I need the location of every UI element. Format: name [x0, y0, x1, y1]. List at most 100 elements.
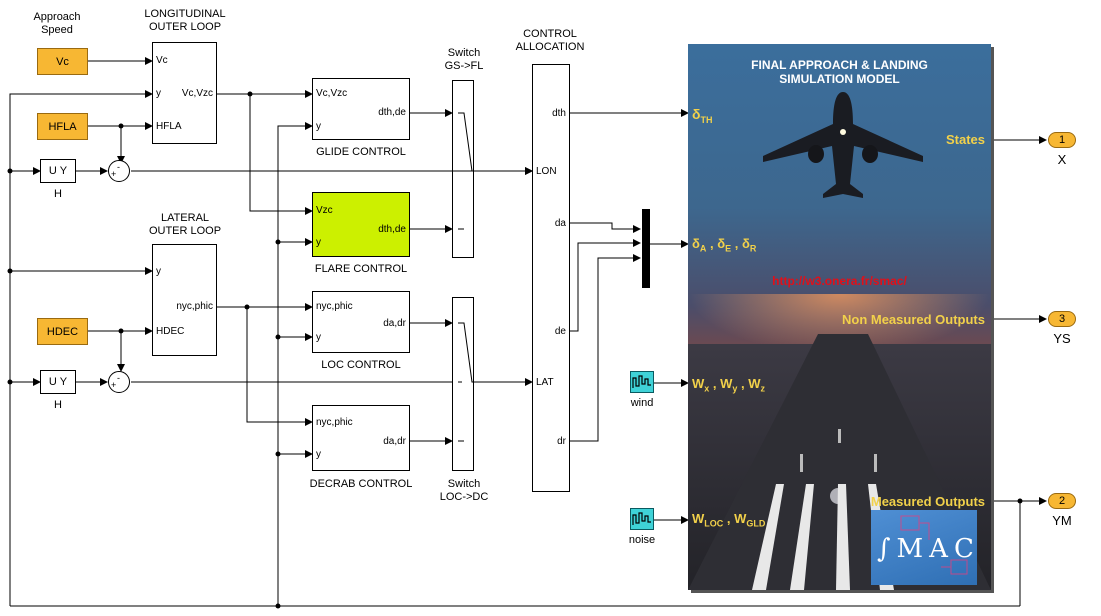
- smac-logo-text: ∫MAC: [877, 534, 980, 564]
- control-allocation-line2: ALLOCATION: [515, 41, 585, 53]
- port-da-dr: da,dr: [383, 436, 406, 447]
- input-delta-aer: δA , δE , δR: [692, 236, 756, 254]
- output-non-measured-label: Non Measured Outputs: [841, 312, 985, 327]
- sum-sign-plus-1: +: [111, 169, 117, 179]
- approach-speed-line2: Speed: [41, 24, 73, 36]
- airplane-icon: [763, 92, 923, 198]
- port-y: y: [156, 266, 161, 277]
- switch-gs-fl[interactable]: [452, 80, 474, 258]
- smac-url-link[interactable]: http://w3.onera.fr/smac/: [772, 274, 907, 288]
- port-hdec: HDEC: [156, 326, 185, 337]
- outport-3-num: 3: [1058, 313, 1066, 325]
- signal-icon: [632, 375, 651, 388]
- loc-control-label: LOC CONTROL: [321, 359, 401, 371]
- lateral-outer-loop-block[interactable]: y HDEC nyc,phic: [152, 244, 217, 356]
- port-y: y: [156, 88, 161, 99]
- mux-bar[interactable]: [642, 209, 650, 288]
- sum-sign-minus-2: -: [117, 373, 120, 383]
- lat-outer-line2: OUTER LOOP: [148, 225, 222, 237]
- plant-title-line2: SIMULATION MODEL: [779, 72, 900, 86]
- port-vzc: Vzc: [316, 205, 333, 216]
- switch-loc-line1: Switch: [447, 478, 481, 490]
- port-da: da: [554, 218, 566, 229]
- wind-sub-x: x: [704, 383, 710, 394]
- port-y: y: [316, 332, 321, 343]
- noise-label: noise: [628, 534, 656, 546]
- port-nyc-phic: nyc,phic: [316, 417, 353, 428]
- outport-1[interactable]: 1: [1048, 132, 1076, 148]
- port-lat: LAT: [536, 377, 554, 388]
- noise-w-gld: , W: [723, 511, 747, 526]
- long-outer-line1: LONGITUDINAL: [144, 8, 226, 20]
- delta-e-sub: E: [725, 243, 732, 254]
- simulation-model-block[interactable]: FINAL APPROACH & LANDING SIMULATION MODE…: [688, 44, 991, 590]
- glide-control-block[interactable]: Vc,Vzc y dth,de: [312, 78, 410, 140]
- delta-e-symbol: , δ: [706, 236, 726, 251]
- vc-source[interactable]: Vc: [37, 48, 88, 75]
- port-dr: dr: [557, 436, 566, 447]
- output-measured-label: Measured Outputs: [870, 494, 985, 509]
- plant-title: FINAL APPROACH & LANDING SIMULATION MODE…: [688, 58, 991, 86]
- glide-control-label: GLIDE CONTROL: [316, 146, 406, 158]
- noise-sub-loc: LOC: [704, 518, 724, 529]
- input-delta-th: δTH: [692, 106, 713, 125]
- port-hfla: HFLA: [156, 121, 182, 132]
- switch-loc-line2: LOC->DC: [439, 491, 489, 503]
- wind-sub-z: z: [760, 383, 766, 394]
- outport-2[interactable]: 2: [1048, 493, 1076, 509]
- sum-block-2[interactable]: - +: [108, 371, 130, 393]
- h-label-2: H: [54, 399, 62, 411]
- control-allocation-label: CONTROL ALLOCATION: [495, 28, 605, 54]
- port-dth: dth: [552, 108, 566, 119]
- decrab-control-label: DECRAB CONTROL: [309, 478, 413, 490]
- delta-r-symbol: , δ: [731, 236, 750, 251]
- noise-sub-gld: GLD: [746, 518, 766, 529]
- outport-3-name: YS: [1053, 331, 1071, 346]
- outport-2-name: YM: [1052, 513, 1072, 528]
- approach-speed-line1: Approach: [33, 11, 81, 23]
- port-y: y: [316, 237, 321, 248]
- flare-control-label: FLARE CONTROL: [314, 263, 408, 275]
- long-outer-line2: OUTER LOOP: [148, 21, 222, 33]
- smac-logo: ∫MAC: [871, 510, 977, 585]
- hdec-source[interactable]: HDEC: [37, 318, 88, 345]
- hfla-source[interactable]: HFLA: [37, 113, 88, 140]
- flare-control-block[interactable]: Vzc y dth,de: [312, 192, 410, 257]
- port-y: y: [316, 449, 321, 460]
- port-vc-vzc: Vc,Vzc: [316, 88, 348, 99]
- decrab-control-block[interactable]: nyc,phic y da,dr: [312, 405, 410, 471]
- smac-logo-graphic: [900, 515, 968, 575]
- outport-3[interactable]: 3: [1048, 311, 1076, 327]
- longitudinal-outer-loop-block[interactable]: Vc y HFLA Vc,Vzc: [152, 42, 217, 144]
- uy-block-1[interactable]: U Y: [40, 159, 76, 183]
- port-nyc-phic: nyc,phic: [316, 301, 353, 312]
- plant-title-line1: FINAL APPROACH & LANDING: [751, 58, 928, 72]
- port-dth-de: dth,de: [378, 107, 406, 118]
- port-lon: LON: [536, 166, 557, 177]
- port-vc-vzc-out: Vc,Vzc: [181, 88, 213, 99]
- loc-control-block[interactable]: nyc,phic y da,dr: [312, 291, 410, 353]
- input-noise: WLOC , WGLD: [692, 511, 765, 529]
- sum-sign-minus-1: -: [117, 162, 120, 172]
- switch-gs-line1: Switch: [447, 47, 481, 59]
- delta-symbol: δ: [692, 106, 701, 122]
- h-label-1: H: [54, 188, 62, 200]
- control-allocation-block[interactable]: dth LON da de LAT dr: [532, 64, 570, 492]
- lat-outer-line1: LATERAL: [160, 212, 210, 224]
- port-nyc-phic-out: nyc,phic: [176, 301, 213, 312]
- delta-a-sub: A: [699, 243, 707, 254]
- noise-w-loc: W: [692, 511, 705, 526]
- switch-gs-label: Switch GS->FL: [430, 47, 498, 73]
- long-outer-loop-label: LONGITUDINAL OUTER LOOP: [135, 8, 235, 34]
- outport-1-name: X: [1057, 152, 1067, 167]
- switch-loc-label: Switch LOC->DC: [430, 478, 498, 504]
- control-allocation-line1: CONTROL: [523, 28, 577, 40]
- port-y: y: [316, 121, 321, 132]
- port-da-dr: da,dr: [383, 318, 406, 329]
- wind-source-block[interactable]: [630, 371, 654, 393]
- uy-block-2[interactable]: U Y: [40, 370, 76, 394]
- sum-block-1[interactable]: - +: [108, 160, 130, 182]
- noise-source-block[interactable]: [630, 508, 654, 530]
- switch-loc-dc[interactable]: [452, 297, 474, 471]
